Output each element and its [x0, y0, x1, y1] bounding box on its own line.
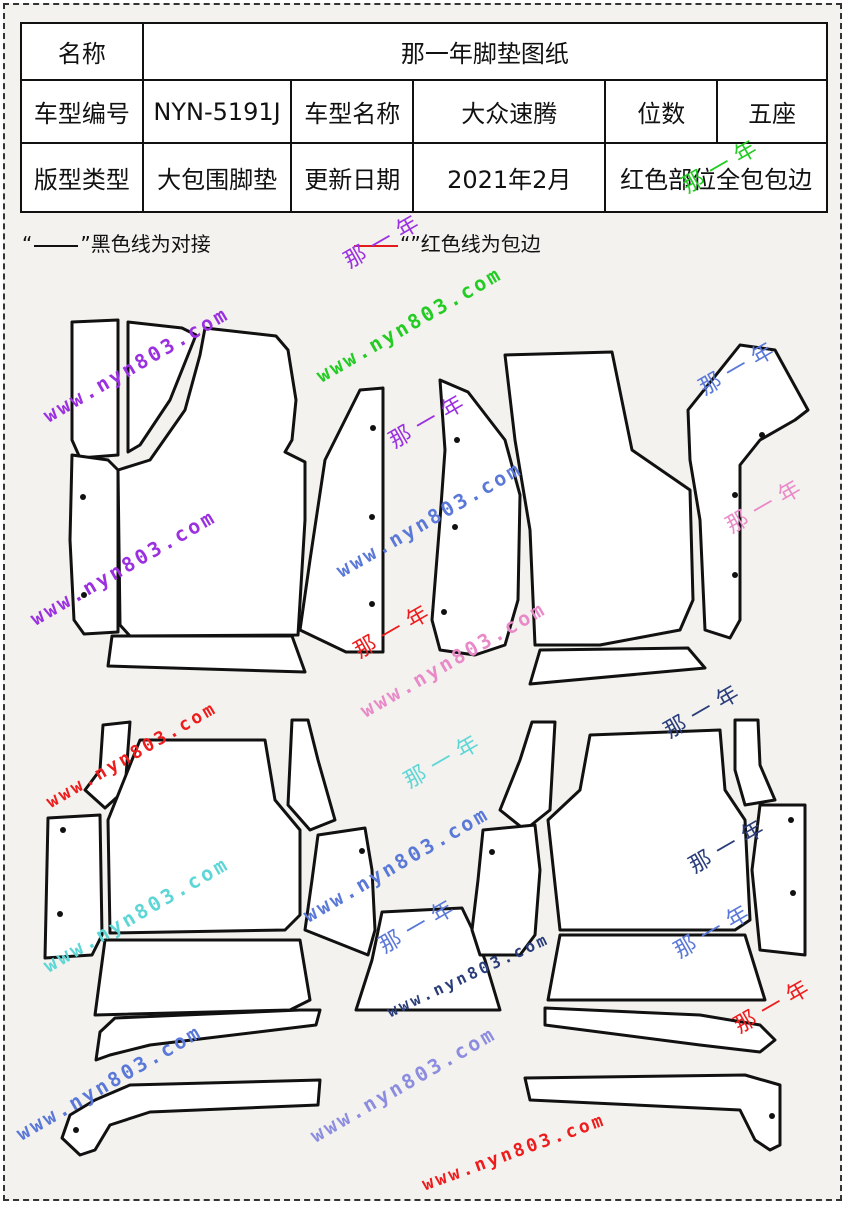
mat-piece: [546, 933, 767, 1002]
date-label: 更新日期: [290, 142, 415, 213]
legend-quote: “: [22, 232, 33, 256]
mat-piece: [686, 343, 810, 640]
mat-piece: [70, 318, 120, 460]
mat-piece: [354, 906, 502, 1012]
edge-note: 红色部位全包包边: [604, 142, 828, 213]
mat-piece: [94, 1008, 322, 1062]
model-no: NYN-5191J: [141, 79, 293, 144]
name-label: 名称: [20, 22, 144, 81]
mat-piece: [523, 1073, 782, 1152]
mat-piece: [303, 826, 377, 957]
mat-piece: [546, 728, 752, 932]
legend-red: “”红色线为包边: [352, 228, 541, 257]
model-name: 大众速腾: [412, 79, 607, 144]
seats-value: 五座: [716, 79, 828, 144]
seats-label: 位数: [604, 79, 719, 144]
type-value: 大包围脚垫: [141, 142, 293, 213]
type-label: 版型类型: [20, 142, 144, 213]
mat-piece: [43, 813, 104, 960]
mat-piece: [498, 720, 557, 832]
mat-piece: [116, 326, 307, 638]
mat-piece: [733, 718, 777, 807]
model-name-label: 车型名称: [290, 79, 415, 144]
drawing-title: 那一年脚垫图纸: [141, 22, 829, 81]
mat-piece: [106, 738, 302, 935]
black-line-sample: [34, 244, 79, 247]
legend-red-text: ”红色线为包边: [410, 232, 541, 256]
mat-piece: [106, 634, 307, 674]
info-table: 名称 那一年脚垫图纸 车型编号 NYN-5191J 车型名称 大众速腾 位数 五…: [20, 22, 829, 213]
mat-piece: [93, 938, 312, 1017]
mat-piece: [60, 1078, 322, 1157]
mat-piece: [528, 646, 707, 686]
mat-piece: [543, 1006, 777, 1054]
mat-piece: [298, 386, 385, 654]
snap-holes: [57, 425, 796, 1133]
legend-black-text: ”黑色线为对接: [80, 232, 211, 256]
mat-piece: [126, 320, 198, 454]
mat-piece: [286, 718, 337, 832]
legend-black: “ ”黑色线为对接: [22, 228, 211, 257]
mat-piece: [470, 823, 542, 957]
red-line-sample: [354, 244, 398, 247]
model-no-label: 车型编号: [20, 79, 144, 144]
mat-piece: [83, 720, 132, 810]
mat-piece: [430, 378, 522, 657]
legend-quote: “: [400, 232, 411, 256]
date-value: 2021年2月: [412, 142, 607, 213]
mat-piece: [503, 350, 695, 647]
mat-piece: [750, 803, 807, 957]
